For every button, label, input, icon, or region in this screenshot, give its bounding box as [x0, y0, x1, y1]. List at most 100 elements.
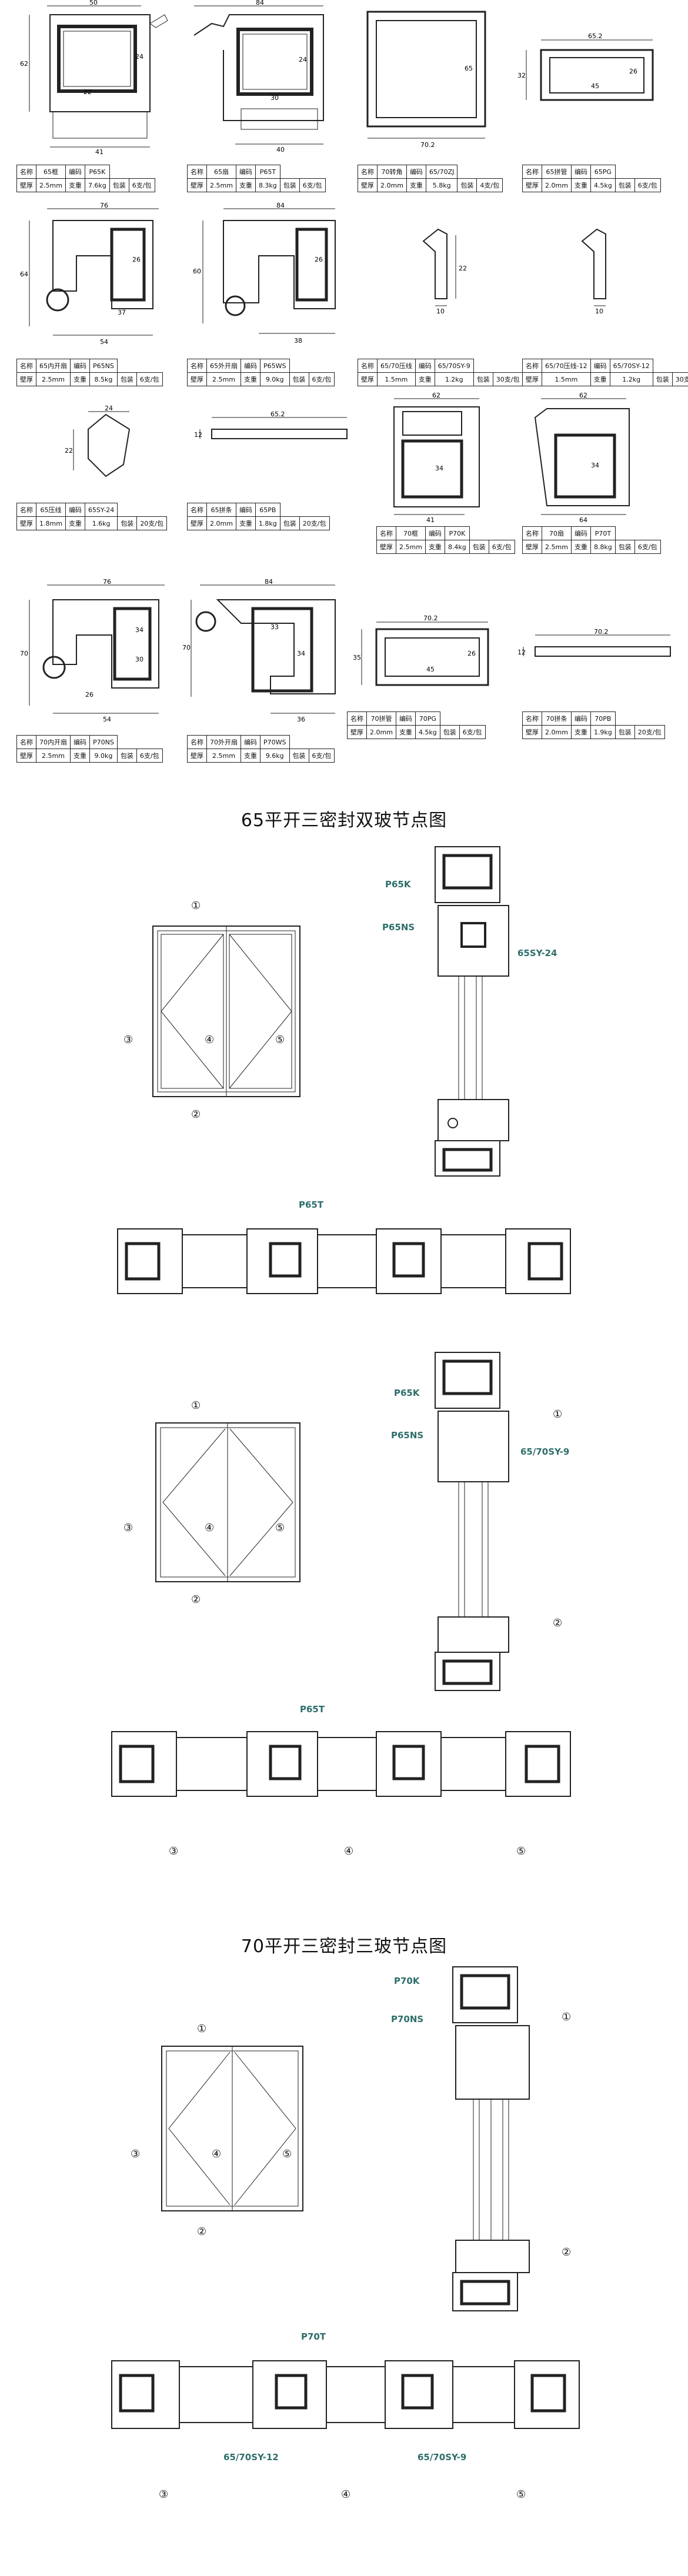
- profile-drawing-70pb: 70.2 12: [517, 628, 671, 657]
- svg-text:65.2: 65.2: [270, 410, 285, 418]
- profile-drawing-p70k: 62 34 41: [393, 392, 480, 524]
- section-number-4c: ④: [341, 2488, 351, 2501]
- svg-text:22: 22: [84, 88, 92, 96]
- section-number-4: ④: [344, 1845, 354, 1857]
- svg-text:70.2: 70.2: [594, 628, 609, 636]
- svg-text:38: 38: [294, 337, 302, 345]
- horizontal-section-70: [111, 2360, 580, 2429]
- section-number-1c: ①: [562, 2011, 572, 2023]
- svg-text:76: 76: [103, 578, 111, 586]
- svg-text:84: 84: [265, 578, 273, 586]
- svg-text:84: 84: [276, 202, 285, 209]
- svg-text:76: 76: [100, 202, 108, 209]
- elevation-number-5b: ⑤: [275, 1522, 285, 1534]
- profile-drawing-65sy-24: 24 22: [65, 405, 131, 477]
- svg-text:40: 40: [276, 146, 285, 153]
- svg-text:10: 10: [595, 308, 603, 315]
- elevation-number-2: ②: [191, 1108, 201, 1121]
- vertical-section-70: [452, 1966, 530, 2311]
- elevation-number-4b: ④: [205, 1522, 215, 1534]
- profile-drawing-65-70sy-12: 10: [581, 228, 606, 315]
- elevation-number-2c: ②: [197, 2226, 207, 2238]
- vertical-section-65-b: [435, 1352, 509, 1691]
- section-number-1: ①: [553, 1408, 563, 1421]
- window-elevation-65-b: [155, 1422, 300, 1582]
- elevation-number-1b: ①: [191, 1399, 201, 1412]
- svg-text:62: 62: [579, 392, 587, 399]
- svg-text:30: 30: [270, 94, 279, 102]
- svg-text:10: 10: [436, 308, 445, 315]
- elevation-number-5: ⑤: [275, 1034, 285, 1046]
- svg-text:37: 37: [118, 309, 126, 316]
- svg-text:70.2: 70.2: [423, 614, 438, 622]
- svg-text:24: 24: [135, 53, 143, 61]
- svg-text:60: 60: [193, 268, 201, 275]
- svg-text:35: 35: [353, 654, 361, 661]
- section-number-3c: ③: [159, 2488, 169, 2501]
- section-number-2: ②: [553, 1617, 563, 1629]
- svg-text:33: 33: [270, 623, 279, 631]
- svg-text:24: 24: [299, 56, 307, 64]
- callout-p65ns-2: P65NS: [391, 1430, 424, 1441]
- svg-text:24: 24: [105, 405, 113, 412]
- callout-65-70sy-12: 65/70SY-12: [223, 2452, 279, 2463]
- svg-text:65.2: 65.2: [588, 32, 603, 40]
- callout-65sy-24: 65SY-24: [517, 948, 557, 958]
- svg-text:26: 26: [629, 68, 637, 75]
- svg-text:36: 36: [297, 716, 305, 723]
- svg-text:34: 34: [135, 626, 143, 634]
- profile-drawing-p65ws: 84 60 38 26: [193, 202, 336, 345]
- callout-p65t-2: P65T: [300, 1704, 325, 1715]
- profile-drawing-65pb: 65.2 12: [194, 410, 348, 439]
- elevation-number-3c: ③: [131, 2148, 141, 2160]
- svg-text:54: 54: [103, 716, 111, 723]
- profile-drawing-p70ns: 76 70 54 34 30 26: [20, 578, 165, 723]
- horizontal-section-65-b: [111, 1731, 571, 1797]
- elevation-number-3: ③: [123, 1034, 133, 1046]
- svg-text:62: 62: [432, 392, 440, 399]
- profile-drawing-70pg: 70.2 26 45 35: [353, 614, 489, 686]
- section-title-70: 70平开三密封三玻节点图: [241, 1936, 447, 1957]
- svg-text:12: 12: [194, 431, 202, 439]
- elevation-number-5c: ⑤: [282, 2148, 292, 2160]
- vertical-section-65: [435, 846, 509, 1177]
- callout-p65k-1: P65K: [385, 879, 411, 890]
- svg-text:50: 50: [89, 0, 98, 6]
- elevation-number-2b: ②: [191, 1593, 201, 1606]
- svg-text:30: 30: [135, 656, 143, 663]
- profile-drawing-p65k: 50 62 41 22 24: [20, 0, 168, 156]
- svg-text:26: 26: [315, 256, 323, 263]
- window-elevation-70: [161, 2046, 303, 2211]
- section-number-5: ⑤: [516, 1845, 526, 1857]
- elevation-number-3b: ③: [123, 1522, 133, 1534]
- section-number-2c: ②: [562, 2246, 572, 2258]
- svg-text:22: 22: [65, 447, 73, 455]
- svg-text:41: 41: [95, 148, 103, 156]
- callout-p70k: P70K: [394, 1976, 420, 1986]
- callout-p65t-1: P65T: [299, 1200, 324, 1210]
- svg-text:45: 45: [591, 82, 599, 90]
- svg-text:34: 34: [591, 462, 599, 469]
- section-title-65: 65平开三密封双玻节点图: [241, 810, 447, 831]
- svg-text:70.2: 70.2: [420, 141, 435, 149]
- elevation-number-1: ①: [191, 900, 201, 912]
- svg-text:64: 64: [579, 516, 587, 524]
- svg-text:54: 54: [100, 338, 108, 346]
- svg-text:65: 65: [465, 65, 473, 72]
- svg-text:26: 26: [467, 650, 476, 657]
- profile-drawing-65-70zj: 65 70.2: [366, 11, 486, 149]
- section-number-5c: ⑤: [516, 2488, 526, 2501]
- elevation-number-4: ④: [205, 1034, 215, 1046]
- callout-p65k-2: P65K: [394, 1388, 420, 1398]
